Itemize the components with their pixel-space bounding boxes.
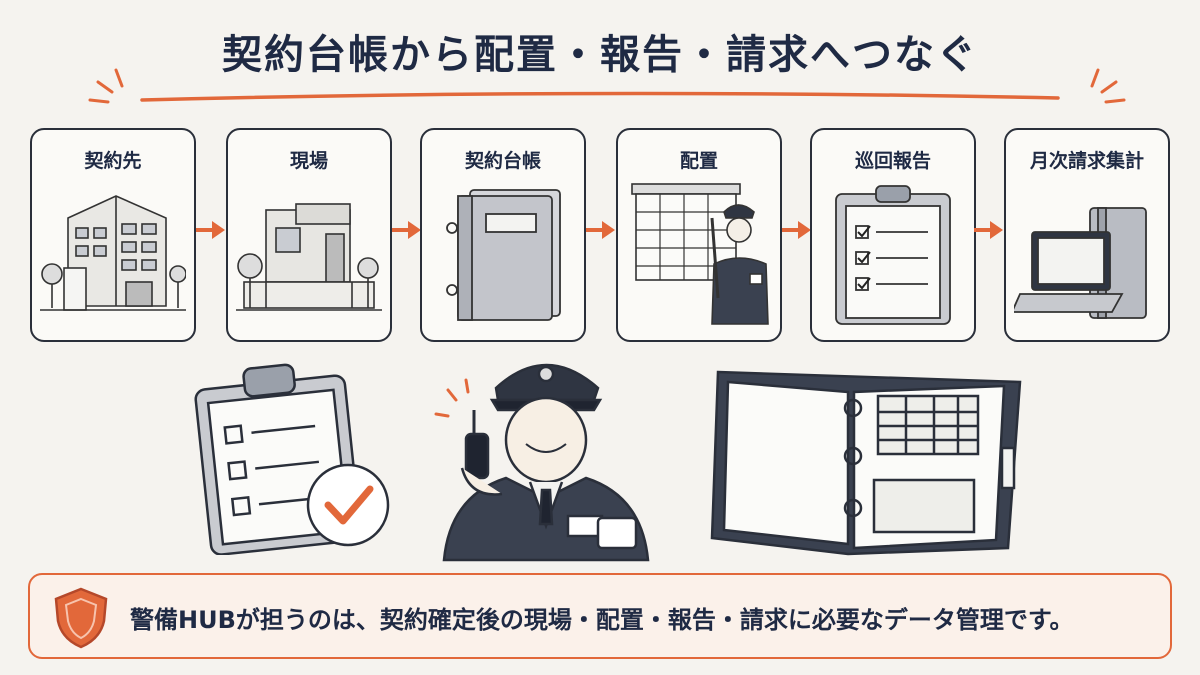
- shield-icon: [54, 587, 108, 649]
- spark-left-icon: [88, 68, 124, 104]
- arrow-right-icon: [392, 221, 421, 239]
- spark-right-icon: [1090, 68, 1126, 104]
- site-icon: [236, 203, 382, 311]
- summary-banner: 警備HUBが担うのは、契約確定後の現場・配置・報告・請求に必要なデータ管理です。: [28, 573, 1172, 659]
- checklist-clipboard-large-icon: [194, 363, 390, 555]
- step-deployment: 配置: [616, 128, 782, 342]
- step-site: 現場: [226, 128, 392, 342]
- checklist-clipboard-icon: [835, 185, 951, 325]
- ledger-binder-icon: [446, 189, 561, 321]
- step-label: 現場: [289, 150, 328, 172]
- arrow-right-icon: [782, 221, 811, 239]
- security-guard-icon: [434, 363, 650, 562]
- step-contract-client: 契約先: [30, 128, 196, 342]
- step-patrol-report: 巡回報告: [810, 128, 976, 342]
- step-label: 巡回報告: [854, 150, 931, 172]
- arrow-right-icon: [196, 221, 225, 239]
- step-label: 契約先: [84, 150, 142, 172]
- step-contract-ledger: 契約台帳: [420, 128, 586, 342]
- guard-schedule-icon: [631, 183, 769, 325]
- banner-text: 警備HUBが担うのは、契約確定後の現場・配置・報告・請求に必要なデータ管理です。: [130, 606, 1074, 634]
- building-icon: [40, 195, 186, 311]
- arrow-right-icon: [974, 221, 1003, 239]
- laptop-binder-icon: [1014, 207, 1147, 319]
- title-underline: [140, 91, 1060, 102]
- step-monthly-billing: 月次請求集計: [1004, 128, 1170, 342]
- page-title: 契約台帳から配置・報告・請求へつなぐ: [222, 32, 978, 78]
- step-label: 配置: [679, 150, 718, 172]
- step-label: 月次請求集計: [1029, 150, 1144, 172]
- arrow-right-icon: [586, 221, 615, 239]
- step-label: 契約台帳: [464, 150, 541, 172]
- open-binder-icon: [710, 370, 1022, 556]
